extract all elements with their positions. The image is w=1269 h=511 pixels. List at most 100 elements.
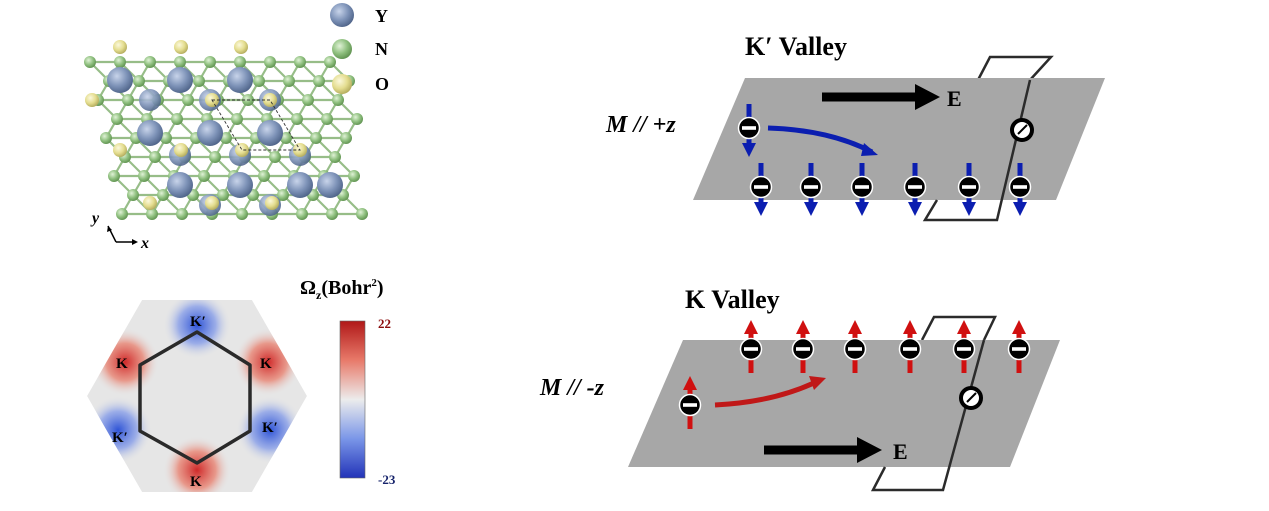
nitrogen-atom <box>321 113 333 125</box>
axis-label-x: x <box>140 235 149 252</box>
kprime-deflection-arrow <box>767 125 874 155</box>
k-electron-group <box>678 320 1031 429</box>
crystal-structure <box>84 40 368 220</box>
kprime-field-arrow-head <box>915 84 940 110</box>
yttrium-atom <box>139 89 161 111</box>
nitrogen-atom <box>351 113 363 125</box>
yttrium-atom <box>257 120 283 146</box>
nitrogen-atom <box>171 113 183 125</box>
nitrogen-atom <box>348 170 360 182</box>
k-ammeter <box>959 386 983 410</box>
nitrogen-atom <box>193 75 205 87</box>
nitrogen-atom <box>326 208 338 220</box>
k-deflection-arrow <box>714 378 820 408</box>
k-valley-panel: K Valley E M // -z <box>539 285 1060 492</box>
colorbar-title: Ωz(Bohr2) <box>300 277 384 302</box>
k-sample-plane <box>628 340 1060 467</box>
nitrogen-atom <box>138 170 150 182</box>
oxygen-atom <box>113 143 127 157</box>
nitrogen-atom <box>277 189 289 201</box>
yttrium-atom <box>287 172 313 198</box>
nitrogen-atom <box>310 132 322 144</box>
berry-curvature-map: K′ K K K′ K′ K <box>87 300 307 492</box>
oxygen-atom <box>85 93 99 107</box>
nitrogen-atom <box>231 113 243 125</box>
nitrogen-atom <box>144 56 156 68</box>
kprime-circuit-back <box>976 55 1054 81</box>
nitrogen-atom <box>157 189 169 201</box>
nitrogen-atom <box>122 94 134 106</box>
electron-with-spin <box>1008 163 1032 216</box>
nitrogen-atom <box>174 56 186 68</box>
electron-with-spin <box>903 163 927 216</box>
valley-label-bottom: K <box>190 474 202 490</box>
electron-with-spin <box>749 163 773 216</box>
valley-label-top: K′ <box>190 314 206 330</box>
nitrogen-atom <box>356 208 368 220</box>
crystal-atoms <box>84 40 368 220</box>
yttrium-atom <box>167 67 193 93</box>
nitrogen-atom <box>253 75 265 87</box>
nitrogen-atom <box>182 94 194 106</box>
kprime-deflection-arrow-head <box>861 143 878 156</box>
oxygen-atom <box>113 40 127 54</box>
legend-label-o: O <box>375 74 389 94</box>
valley-label-bottom-right: K′ <box>262 420 278 436</box>
nitrogen-atom <box>198 170 210 182</box>
oxygen-atom <box>174 40 188 54</box>
oxygen-atom <box>205 196 219 210</box>
nitrogen-atom <box>146 208 158 220</box>
axes-indicator: y x <box>90 210 149 252</box>
yttrium-atom <box>137 120 163 146</box>
nitrogen-atom <box>291 113 303 125</box>
nitrogen-atom <box>217 189 229 201</box>
nitrogen-atom <box>116 208 128 220</box>
colorbar-min-label: -23 <box>378 472 396 487</box>
legend-label-y: Y <box>375 6 388 26</box>
nitrogen-atom <box>234 56 246 68</box>
legend-label-n: N <box>375 39 388 59</box>
nitrogen-atom <box>114 56 126 68</box>
legend-swatch-y <box>330 3 354 27</box>
electron-with-spin <box>791 320 815 373</box>
yttrium-atom <box>197 120 223 146</box>
nitrogen-atom <box>220 132 232 144</box>
valley-label-top-right: K <box>260 356 272 372</box>
k-circuit-front <box>870 339 986 492</box>
nitrogen-atom <box>269 151 281 163</box>
k-panel-title: K Valley <box>685 285 780 314</box>
nitrogen-atom <box>204 56 216 68</box>
oxygen-atom <box>235 143 249 157</box>
electron-with-spin <box>1007 320 1031 373</box>
axis-label-y: y <box>90 210 100 227</box>
kprime-magnetization-label: M // +z <box>605 112 676 138</box>
k-field-label: E <box>893 439 908 464</box>
colorbar-gradient <box>339 320 366 479</box>
yttrium-atom <box>227 67 253 93</box>
nitrogen-atom <box>302 94 314 106</box>
brillouin-zone <box>138 330 252 465</box>
electron-with-spin <box>952 320 976 373</box>
nitrogen-atom <box>100 132 112 144</box>
yttrium-atom <box>107 67 133 93</box>
colorbar: Ωz(Bohr2) 22 -23 <box>300 277 396 487</box>
nitrogen-atom <box>332 94 344 106</box>
oxygen-atom <box>265 196 279 210</box>
electron-with-spin <box>799 163 823 216</box>
kprime-circuit-front <box>922 79 1032 222</box>
k-deflection-arrow-head <box>809 376 826 390</box>
valley-label-top-left: K <box>116 356 128 372</box>
kprime-electron-group <box>737 104 1032 216</box>
kprime-ammeter <box>1010 118 1034 142</box>
nitrogen-atom <box>149 151 161 163</box>
nitrogen-atom <box>324 56 336 68</box>
nitrogen-atom <box>111 113 123 125</box>
nitrogen-atom <box>280 132 292 144</box>
valley-label-bottom-left: K′ <box>112 430 128 446</box>
electron-with-spin <box>737 104 761 157</box>
colorbar-max-label: 22 <box>378 316 391 331</box>
kprime-field-label: E <box>947 86 962 111</box>
atom-legend: Y N O <box>330 3 389 94</box>
nitrogen-atom <box>294 56 306 68</box>
